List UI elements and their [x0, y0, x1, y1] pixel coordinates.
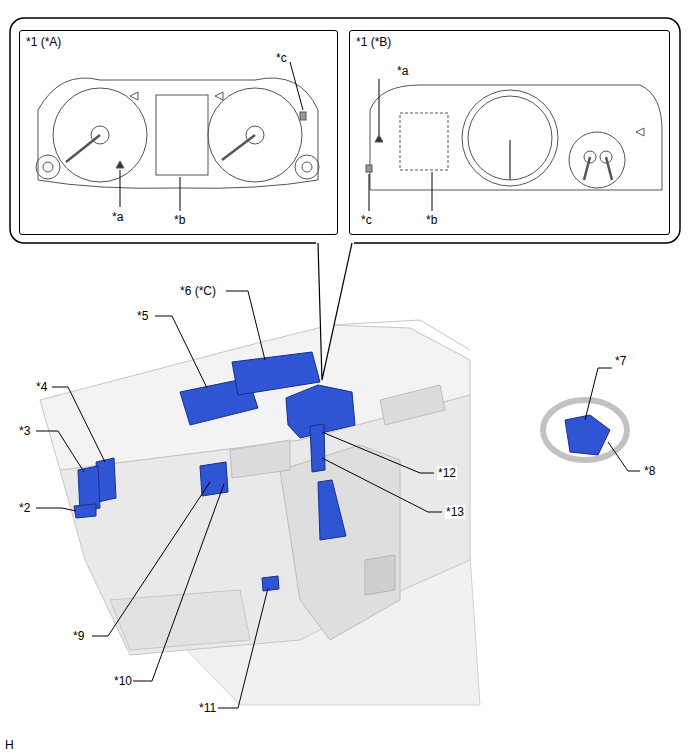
- callout-number: *6 (*C): [179, 284, 217, 298]
- callout-number: *3: [18, 424, 31, 438]
- meter-a: [36, 78, 319, 188]
- callout-wedge: [318, 243, 352, 380]
- callout-number: *11: [198, 701, 217, 715]
- callout-number: *b: [173, 213, 186, 227]
- callout-number: *2: [18, 501, 31, 515]
- callout-number: *9: [72, 629, 85, 643]
- callout-number: *4: [35, 380, 48, 394]
- callout-number: *5: [136, 309, 149, 323]
- callout-number: *b: [425, 213, 438, 227]
- callout-number: *c: [360, 213, 373, 227]
- figure-code: H: [4, 738, 15, 752]
- meter-b: [366, 85, 662, 190]
- inset-panel: *1 (*B): [349, 30, 670, 235]
- callout-number: *a: [111, 210, 124, 224]
- inset-frame: [10, 18, 680, 243]
- callout-number: *10: [113, 674, 133, 688]
- callout-number: *a: [396, 64, 409, 78]
- callout-number: *7: [614, 354, 627, 368]
- callout-number: *13: [445, 505, 465, 519]
- callout-number: *12: [437, 466, 457, 480]
- inset-panel: *1 (*A): [19, 30, 338, 235]
- highlighted-parts: [74, 352, 355, 591]
- leader-lines: [36, 62, 640, 708]
- panel-heading: *1 (*A): [20, 31, 67, 53]
- callout-number: *c: [275, 51, 288, 65]
- callout-number: *8: [643, 464, 656, 478]
- panel-heading: *1 (*B): [350, 31, 397, 53]
- dashboard-illustration: [40, 320, 480, 705]
